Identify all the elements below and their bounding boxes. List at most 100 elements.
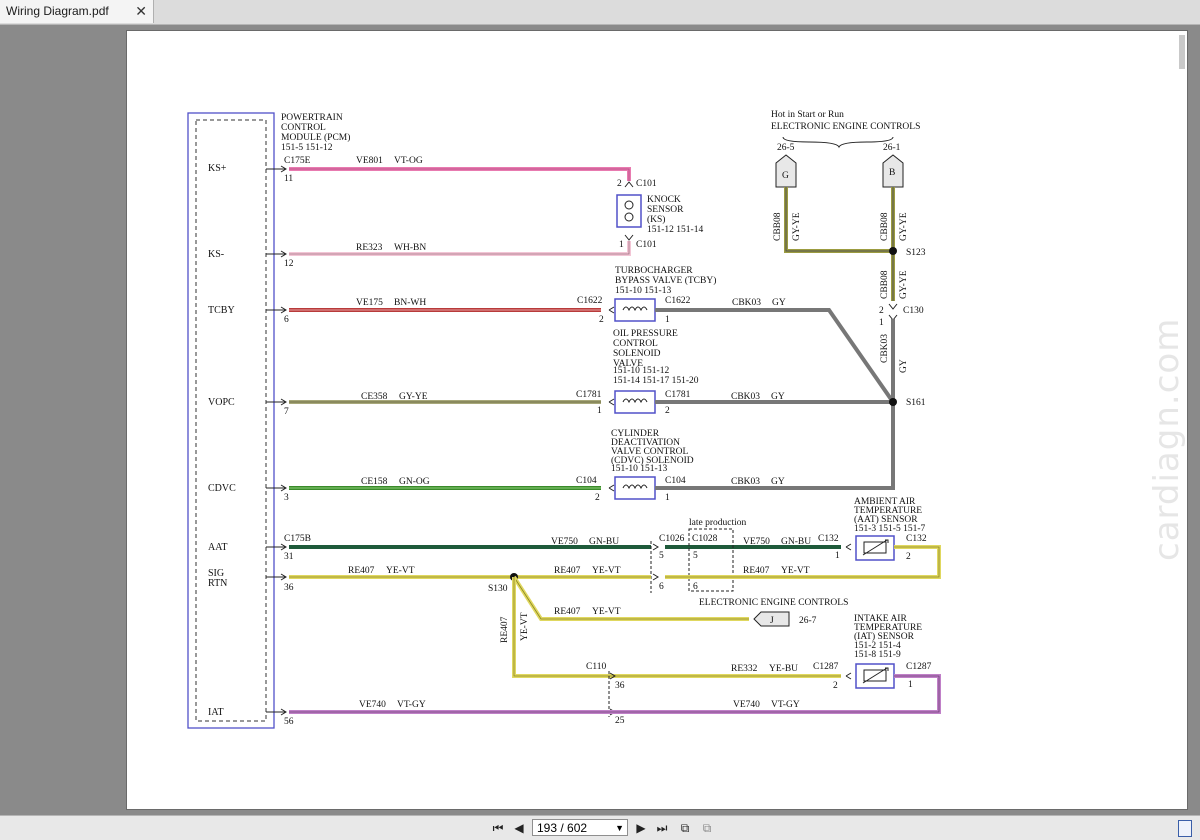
- wire-ve801: [289, 167, 631, 181]
- label-c110: C110: [586, 662, 606, 672]
- tcby-pin-2: 2: [599, 315, 604, 325]
- opcs-label-5: 151-10 151-12: [613, 366, 669, 376]
- label-gn-og: GN-OG: [399, 477, 430, 487]
- label-c1026: C1026: [659, 534, 685, 544]
- label-c132-left: C132: [818, 534, 839, 544]
- label-wh-bn: WH-BN: [394, 243, 426, 253]
- close-icon[interactable]: ✕: [135, 3, 147, 19]
- fit-width-icon[interactable]: ⧉: [702, 821, 712, 835]
- splice-s123: [889, 247, 897, 255]
- label-vt-gy-1: VT-GY: [397, 700, 426, 710]
- opcs-label-6: 151-14 151-17 151-20: [613, 376, 699, 386]
- aat-label-2: TEMPERATURE: [854, 506, 922, 516]
- label-c1287-right: C1287: [906, 662, 932, 672]
- c101-bottom-pin: 1: [619, 240, 624, 250]
- ks-label-1: KNOCK: [647, 195, 681, 205]
- label-gn-bu-2: GN-BU: [781, 537, 811, 547]
- ks-label-2: SENSOR: [647, 205, 684, 215]
- last-page-icon[interactable]: ⏭: [656, 821, 668, 835]
- label-bn-wh: BN-WH: [394, 298, 426, 308]
- c110-pin-36: 36: [615, 681, 625, 691]
- pin-tcby: TCBY: [208, 305, 235, 316]
- wire-cbb08: [784, 187, 895, 301]
- pin-iat: IAT: [208, 707, 224, 718]
- fit-page-icon[interactable]: ⧉: [680, 821, 690, 835]
- document-tab[interactable]: Wiring Diagram.pdf ✕: [0, 0, 154, 23]
- label-c130: C130: [903, 306, 924, 316]
- pcm-label-1: POWERTRAIN: [281, 113, 343, 123]
- pin-num-3: 3: [284, 493, 289, 503]
- label-c104-left: C104: [576, 476, 597, 486]
- label-gy-4: GY: [899, 359, 909, 373]
- wire-re323: [289, 241, 631, 256]
- page-number-select[interactable]: 193 / 602 ▼: [532, 819, 628, 836]
- pin-num-11: 11: [284, 174, 293, 184]
- opcs-label-4: VALVE: [613, 359, 643, 369]
- first-page-icon[interactable]: ⏮: [492, 821, 504, 835]
- c101-top: C101: [636, 179, 657, 189]
- pin-num-56: 56: [284, 717, 294, 727]
- hot-label-2: ELECTRONIC ENGINE CONTROLS: [771, 122, 920, 132]
- hot-brace: [782, 136, 894, 149]
- connector-j-label: J: [770, 616, 774, 626]
- label-gy-1: GY: [772, 298, 786, 308]
- label-ve740-2: VE740: [733, 700, 760, 710]
- ref-26-5: 26-5: [777, 143, 795, 153]
- ks-label-3: (KS): [647, 214, 665, 225]
- aat-sensor-pin-1: 1: [835, 551, 840, 561]
- c130-pin-1: 1: [879, 318, 884, 328]
- iat-label-5: 151-8 151-9: [854, 650, 901, 660]
- cdvc-pin-1: 1: [665, 493, 670, 503]
- wire-ve740: [289, 674, 941, 714]
- c130-pin-2: 2: [879, 306, 884, 316]
- label-c1622-right: C1622: [665, 296, 691, 306]
- label-c132-right: C132: [906, 534, 927, 544]
- sidebar-icon[interactable]: [1178, 820, 1192, 837]
- cdvc-label-3: VALVE CONTROL: [611, 447, 689, 457]
- aat-sensor-pin-2: 2: [906, 552, 911, 562]
- label-cbb08-1: CBB08: [773, 212, 783, 241]
- tab-title: Wiring Diagram.pdf: [6, 4, 109, 18]
- wire-cbk03-cdvc: [655, 402, 895, 490]
- connector-g-label: G: [782, 171, 789, 181]
- label-gy-3: GY: [771, 477, 785, 487]
- ks-label-4: 151-12 151-14: [647, 225, 703, 235]
- prev-page-icon[interactable]: ◀: [514, 821, 524, 835]
- wiring-diagram: POWERTRAIN CONTROL MODULE (PCM) 151-5 15…: [187, 110, 941, 729]
- label-cbb08-3: CBB08: [880, 270, 890, 299]
- label-c175e: C175E: [284, 156, 311, 166]
- late-production-box: [688, 528, 734, 592]
- wire-re407-down: [512, 577, 841, 678]
- page-number-value: 193 / 602: [537, 821, 588, 835]
- vopc-pin-1: 1: [597, 406, 602, 416]
- aat-label-4: 151-3 151-5 151-7: [854, 524, 925, 534]
- label-ve175: VE175: [356, 298, 383, 308]
- connector-b-label: B: [889, 168, 895, 178]
- wire-ve801-core: [289, 168, 630, 181]
- label-c1781-right: C1781: [665, 390, 691, 400]
- iat-label-2: TEMPERATURE: [854, 623, 922, 633]
- pin-aat: AAT: [208, 542, 227, 553]
- label-s123: S123: [906, 248, 926, 258]
- iat-label-3: (IAT) SENSOR: [854, 631, 915, 642]
- label-re323: RE323: [356, 243, 383, 253]
- label-re407-5: RE407: [500, 616, 510, 643]
- scrollbar-thumb[interactable]: [1179, 35, 1185, 69]
- tcby-pin-1: 1: [665, 315, 670, 325]
- label-s161: S161: [906, 398, 926, 408]
- label-ve750-1: VE750: [551, 537, 578, 547]
- connector-g: [775, 154, 797, 188]
- tcbv-label-1: TURBOCHARGER: [615, 266, 693, 276]
- vopc-pin-2: 2: [665, 406, 670, 416]
- label-c104-right: C104: [665, 476, 686, 486]
- opcs-label-1: OIL PRESSURE: [613, 329, 678, 339]
- pdf-page: cardiagn.com POWERTRAIN CONTROL MODULE (…: [126, 30, 1188, 810]
- next-page-icon[interactable]: ▶: [636, 821, 646, 835]
- document-viewer[interactable]: cardiagn.com POWERTRAIN CONTROL MODULE (…: [0, 25, 1200, 815]
- pin-num-6: 6: [284, 315, 289, 325]
- c101-bottom: C101: [636, 240, 657, 250]
- label-gy-2: GY: [771, 392, 785, 402]
- label-s130: S130: [488, 584, 508, 594]
- knock-sensor-symbol: [616, 194, 642, 228]
- pin-rtn: RTN: [208, 578, 227, 589]
